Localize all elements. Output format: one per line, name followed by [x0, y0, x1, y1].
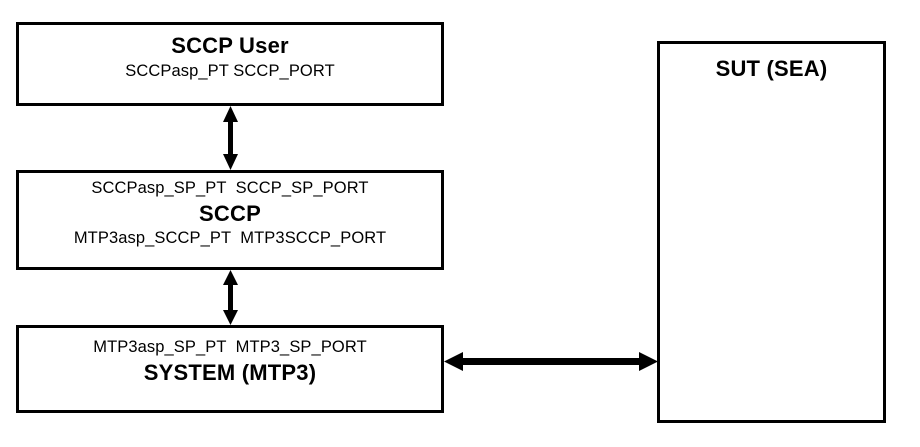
system-title: SYSTEM (MTP3) [143, 360, 317, 385]
system-ports-label: MTP3asp_SP_PT MTP3_SP_PORT [93, 338, 367, 356]
double-arrow-horizontal-icon [444, 352, 658, 371]
double-arrow-vertical-icon [223, 106, 238, 170]
sut-sea-box: SUT (SEA) [657, 41, 886, 423]
sccp-lower-ports-label: MTP3asp_SCCP_PT MTP3SCCP_PORT [73, 229, 387, 247]
sccp-upper-ports-label: SCCPasp_SP_PT SCCP_SP_PORT [91, 179, 369, 197]
connector-sccp-user-to-sccp [222, 106, 239, 170]
sccp-user-ports-label: SCCPasp_PT SCCP_PORT [125, 62, 335, 80]
sut-title: SUT (SEA) [715, 56, 828, 81]
connector-sccp-to-system [222, 270, 239, 325]
sccp-title: SCCP [199, 201, 261, 226]
system-mtp3-box: MTP3asp_SP_PT MTP3_SP_PORT SYSTEM (MTP3) [16, 325, 444, 413]
sccp-user-box: SCCP User SCCPasp_PT SCCP_PORT [16, 22, 444, 106]
connector-system-to-sut [444, 348, 658, 375]
double-arrow-vertical-icon [223, 270, 238, 325]
sccp-box: SCCPasp_SP_PT SCCP_SP_PORT SCCP MTP3asp_… [16, 170, 444, 270]
sccp-user-title: SCCP User [171, 33, 289, 58]
